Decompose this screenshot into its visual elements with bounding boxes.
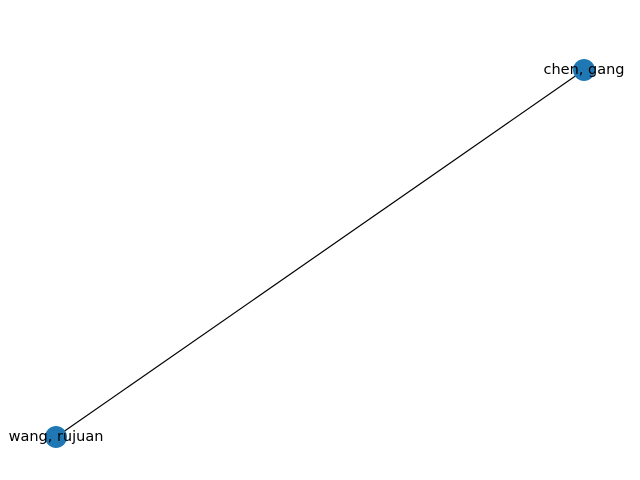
node-wang <box>45 426 67 448</box>
edges-layer <box>55 69 585 438</box>
labels-layer: chen, gang wang, rujuan <box>9 62 625 445</box>
node-label-wang: wang, rujuan <box>9 429 104 445</box>
nodes-layer <box>45 59 595 448</box>
node-label-chen: chen, gang <box>544 62 625 78</box>
edge-chen-wang <box>55 69 585 438</box>
node-chen <box>573 59 595 81</box>
